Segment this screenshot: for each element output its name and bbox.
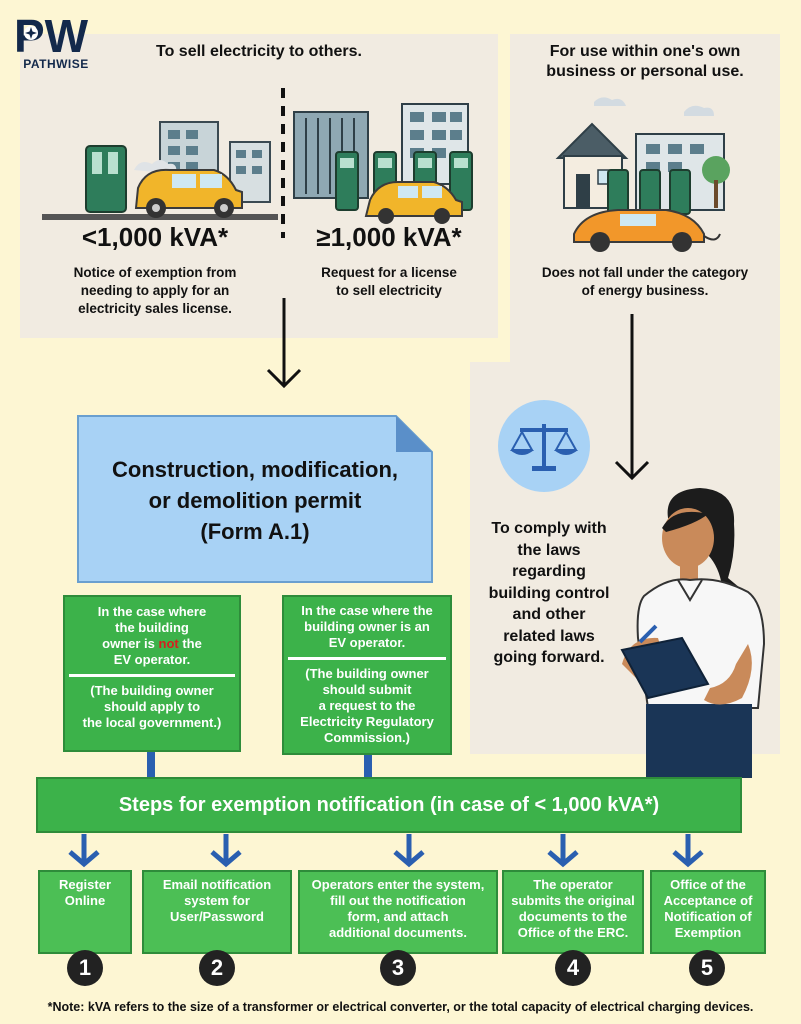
- step-number-5: 5: [689, 950, 725, 986]
- step-2-box: Email notification system for User/Passw…: [142, 870, 292, 954]
- step-5-box: Office of the Acceptance of Notification…: [650, 870, 766, 954]
- down-arrow-icon: [266, 298, 302, 389]
- connector: [364, 755, 372, 778]
- step-1-box: Register Online: [38, 870, 132, 954]
- case-operator-box: In the case where the building owner is …: [282, 595, 452, 755]
- pathwise-logo-icon: PW: [14, 12, 89, 58]
- small-charging-station-illustration: [42, 121, 278, 220]
- steps-title-bar: Steps for exemption notification (in cas…: [36, 777, 742, 833]
- own-use-heading: For use within one's own business or per…: [546, 43, 744, 80]
- own-use-description: Does not fall under the category of ener…: [541, 265, 749, 298]
- own-use-panel-join: [510, 330, 780, 370]
- small-kva-description: Notice of exemption from needing to appl…: [73, 265, 237, 316]
- footnote: *Note: kVA refers to the size of a trans…: [47, 1000, 754, 1014]
- connector: [147, 752, 155, 778]
- box-divider: [288, 657, 446, 660]
- large-charging-station-illustration: [293, 103, 473, 224]
- woman-with-clipboard-illustration: [620, 488, 766, 778]
- scales-of-justice-icon: [498, 400, 590, 492]
- case-not-operator-box: In the case where the building owner is …: [63, 595, 241, 752]
- step-number-4: 4: [555, 950, 591, 986]
- comply-text: To comply with the laws regarding buildi…: [488, 520, 610, 666]
- document-icon: [77, 415, 433, 583]
- box-divider: [69, 674, 235, 677]
- step-3-box: Operators enter the system, fill out the…: [298, 870, 498, 954]
- large-kva-label: ≥1,000 kVA*: [316, 222, 462, 252]
- step-4-box: The operator submits the original docume…: [502, 870, 644, 954]
- brand-name: PATHWISE: [23, 57, 89, 71]
- step-number-1: 1: [67, 950, 103, 986]
- large-kva-description: Request for a license to sell electricit…: [321, 265, 457, 298]
- step-number-3: 3: [380, 950, 416, 986]
- home-charging-illustration: [555, 97, 730, 252]
- dashed-divider: [281, 88, 285, 238]
- permit-title: Construction, modification, or demolitio…: [112, 457, 398, 544]
- sell-heading: To sell electricity to others.: [156, 43, 362, 60]
- steps-arrows: [68, 834, 704, 868]
- small-kva-label: <1,000 kVA*: [81, 222, 229, 252]
- not-highlight: not: [158, 636, 179, 651]
- step-number-2: 2: [199, 950, 235, 986]
- down-arrow-icon: [614, 314, 650, 481]
